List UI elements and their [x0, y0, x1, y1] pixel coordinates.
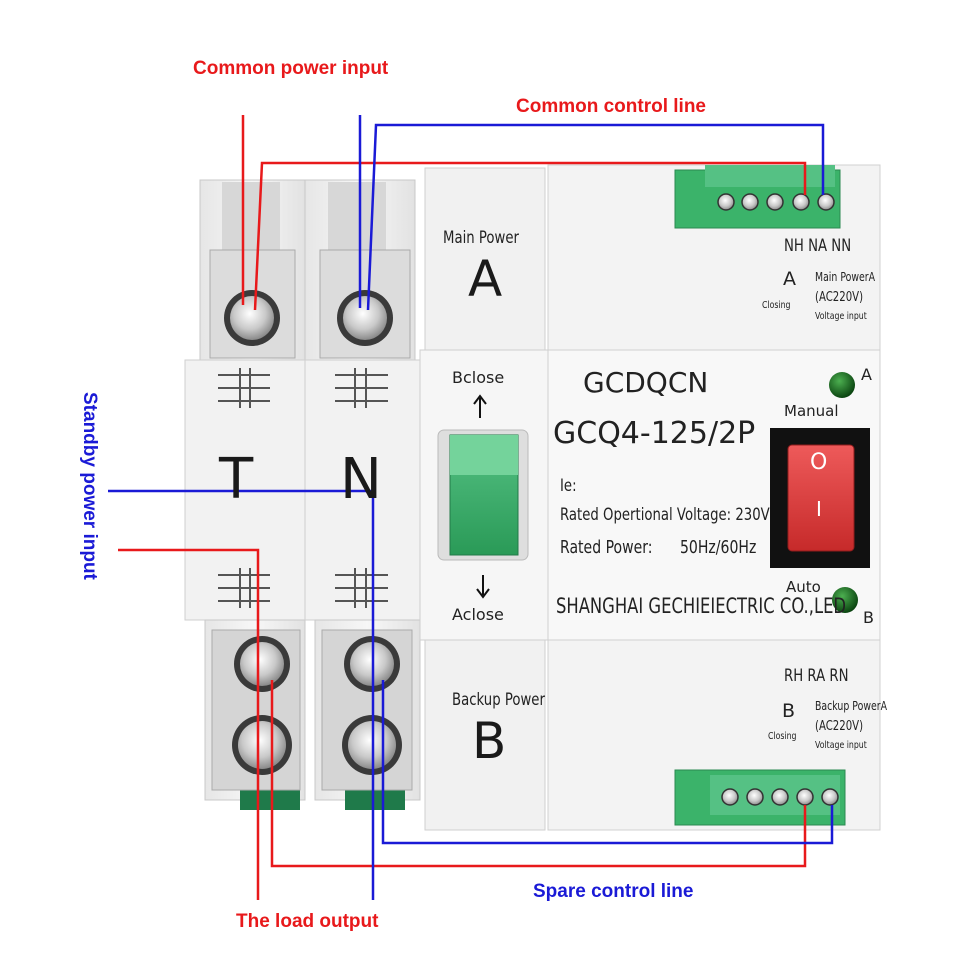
- bottom-closing-label: Closing: [768, 731, 797, 742]
- brand-name: GCDQCN: [583, 366, 709, 399]
- pole-letter-t: T: [219, 447, 254, 512]
- top-closing-label: Closing: [762, 300, 791, 311]
- top-closing-letter: A: [783, 268, 796, 290]
- bottom-closing-letter: B: [782, 700, 796, 722]
- top-power-name: Main PowerA: [815, 270, 876, 284]
- main-power-letter: A: [468, 250, 503, 308]
- model-number: GCQ4-125/2P: [553, 416, 756, 451]
- bottom-voltage-input: Voltage input: [815, 740, 867, 751]
- screw-bottom-t-2: [238, 721, 286, 769]
- control-module: [547, 164, 881, 831]
- label-standby-power-input: Standby power input: [79, 392, 100, 580]
- top-control-screws: [717, 193, 835, 211]
- rated-power-value: 50Hz/60Hz: [680, 537, 757, 558]
- top-voltage: (AC220V): [815, 290, 864, 305]
- bottom-terminal-names: RH RA RN: [784, 666, 849, 686]
- selector-module: [419, 167, 551, 831]
- backup-power-letter: B: [472, 712, 507, 770]
- control-wires: [108, 115, 834, 900]
- screw-top-n: [343, 296, 387, 340]
- bottom-voltage: (AC220V): [815, 719, 864, 734]
- bottom-power-name: Backup PowerA: [815, 699, 887, 713]
- power-wires: [118, 115, 807, 900]
- auto-label: Auto: [786, 578, 821, 596]
- manual-label: Manual: [784, 402, 839, 420]
- label-load-output: The load output: [236, 911, 379, 932]
- rated-power-label: Rated Power:: [560, 537, 653, 558]
- bclose-label: Bclose: [452, 368, 505, 387]
- led-b-label: B: [863, 608, 874, 627]
- aclose-label: Aclose: [452, 605, 504, 624]
- pole-letter-n: N: [340, 447, 382, 512]
- rated-voltage: Rated Opertional Voltage: 230V: [560, 505, 770, 525]
- label-common-power-input: Common power input: [193, 58, 389, 79]
- ie-label: Ie:: [560, 476, 577, 496]
- rocker-on-symbol: O: [810, 450, 828, 475]
- screw-top-t: [230, 296, 274, 340]
- rocker-off-symbol: I: [816, 497, 822, 521]
- backup-power-label: Backup Power: [452, 690, 545, 710]
- top-voltage-input: Voltage input: [815, 311, 867, 322]
- led-a: [829, 372, 855, 398]
- main-power-label: Main Power: [443, 228, 519, 248]
- bottom-control-screws: [721, 788, 839, 806]
- label-spare-control-line: Spare control line: [533, 881, 694, 902]
- switch-arrows: [473, 394, 490, 599]
- led-a-label: A: [861, 365, 872, 384]
- pole-slot-marks: [218, 368, 388, 608]
- screw-bottom-t-1: [240, 642, 284, 686]
- top-terminal-names: NH NA NN: [784, 236, 852, 256]
- label-common-control-line: Common control line: [516, 96, 706, 117]
- manufacturer: SHANGHAI GECHIEIECTRIC CO.,LED: [556, 594, 847, 618]
- led-b: [832, 587, 858, 613]
